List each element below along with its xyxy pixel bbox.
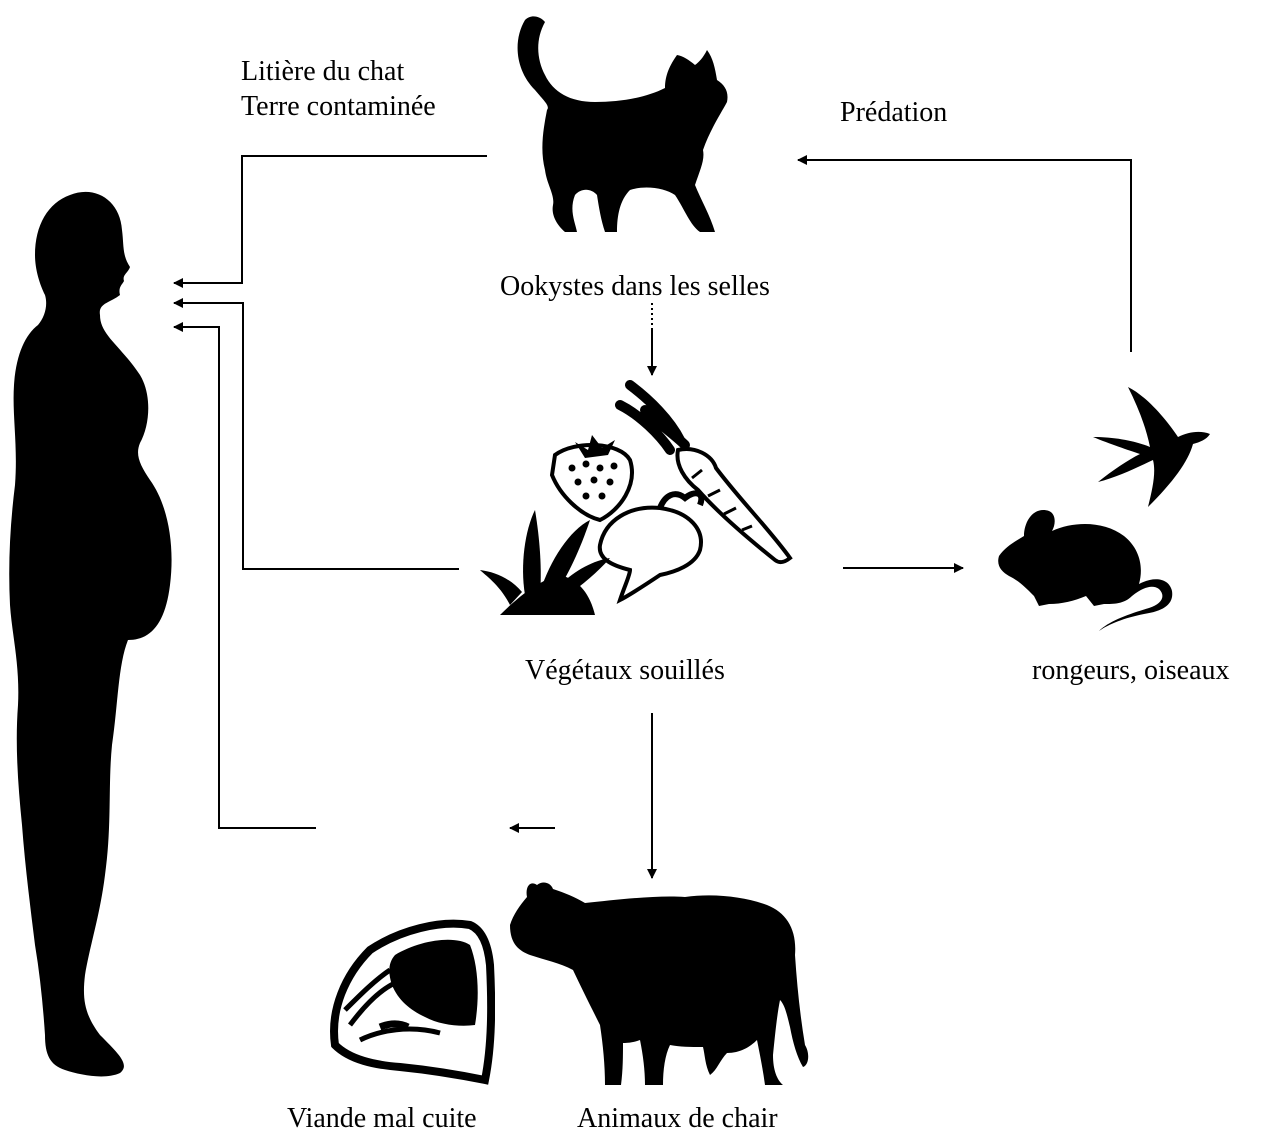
steak-icon <box>320 915 495 1085</box>
cow-icon <box>505 875 810 1090</box>
arrow-vegetables-to-woman <box>174 303 459 569</box>
pregnant-woman-icon <box>0 185 175 1085</box>
arrow-meat-to-woman <box>174 327 316 828</box>
grass-icon <box>480 510 610 615</box>
label-meat: Viande mal cuite <box>287 1105 477 1133</box>
arrow-predation <box>798 160 1131 352</box>
bird-icon <box>1088 382 1218 512</box>
label-litter-line2: Terre contaminée <box>241 93 436 121</box>
label-oocysts: Ookystes dans les selles <box>500 273 770 301</box>
label-vegetables: Végétaux souillés <box>525 657 725 685</box>
mouse-icon <box>994 496 1174 636</box>
label-livestock: Animaux de chair <box>577 1105 778 1133</box>
cat-icon <box>505 10 735 240</box>
label-litter-line1: Litière du chat <box>241 58 404 86</box>
strawberry-icon <box>552 435 632 520</box>
label-predation: Prédation <box>840 99 947 127</box>
vegetables-icon <box>480 380 800 625</box>
label-rodents-birds: rongeurs, oiseaux <box>1032 657 1230 685</box>
arrow-cat-to-woman <box>174 156 487 283</box>
